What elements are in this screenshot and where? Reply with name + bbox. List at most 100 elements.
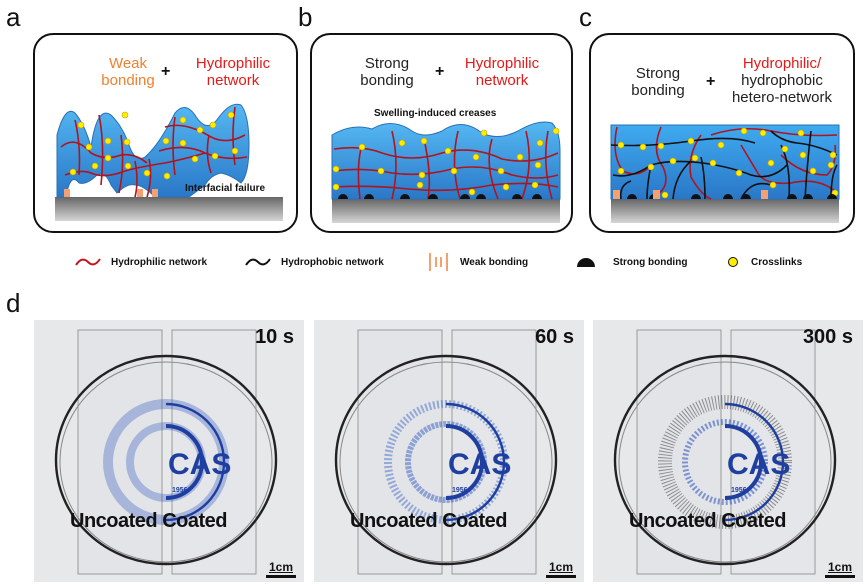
- crosslinks: [617, 127, 839, 199]
- panel-label-c: c: [579, 2, 592, 32]
- logo-sharp: [724, 402, 785, 522]
- title-line: Hydrophilic: [464, 55, 540, 72]
- legend-item-strong-bonding: Strong bonding: [576, 250, 687, 274]
- strong-bonds: [338, 194, 542, 199]
- weak-bonds: [64, 189, 158, 197]
- strong-bonding-icon: [577, 258, 595, 267]
- panel-c-right-title: Hydrophilic/ hydrophobic hetero-network: [719, 55, 845, 106]
- uncoated-label: Uncoated: [629, 510, 717, 532]
- panel-b: Strong bonding + Hydrophilic network Swe…: [310, 33, 573, 233]
- coated-label: Coated: [162, 510, 227, 532]
- petri-dish-rim: [613, 354, 837, 566]
- crosslink-icon: [728, 257, 738, 267]
- title-line: Strong: [635, 65, 681, 82]
- logo-sharp: [445, 402, 506, 522]
- weak-bonding-icon: [429, 253, 448, 271]
- substrate: [55, 197, 283, 221]
- legend-label: Weak bonding: [460, 256, 529, 268]
- petri-dish-photo: CAS 1956: [54, 329, 278, 575]
- logo-cas-text: CAS: [448, 448, 511, 481]
- panel-c-left-title: Strong bonding: [613, 65, 703, 99]
- hydrophobic-network-icon: [245, 258, 271, 266]
- scale-bar-label: 1cm: [827, 560, 853, 574]
- time-label: 10 s: [255, 326, 294, 348]
- title-line: network: [206, 72, 260, 89]
- logo-year: 1956: [172, 487, 188, 494]
- scale-bar-line: [266, 575, 296, 578]
- logo-sharp: [165, 402, 226, 522]
- petri-dish-rim: [54, 354, 278, 566]
- uncoated-label: Uncoated: [70, 510, 158, 532]
- legend-item-weak-bonding: Weak bonding: [428, 250, 528, 274]
- sample-captions: Uncoated Coated: [70, 510, 227, 533]
- glass-slide-right: [451, 329, 537, 575]
- panel-a-left-title: Weak bonding: [93, 55, 163, 89]
- petri-dish-photo: CAS 1956: [334, 329, 558, 575]
- title-line: network: [475, 72, 529, 89]
- plus-sign: +: [161, 63, 171, 80]
- strong-bonds: [627, 194, 837, 199]
- title-line: hydrophobic: [741, 72, 823, 89]
- weak-bonds: [613, 190, 768, 199]
- title-line: Weak: [108, 55, 148, 72]
- scale-bar-label: 1cm: [548, 560, 574, 574]
- petri-dish-rim: [334, 354, 558, 566]
- legend-item-crosslinks: Crosslinks: [727, 250, 802, 274]
- substrate: [611, 199, 839, 223]
- time-label: 300 s: [802, 326, 853, 348]
- glass-slide-right: [171, 329, 257, 575]
- logo-year: 1956: [731, 487, 747, 494]
- sample-captions: Uncoated Coated: [629, 510, 786, 533]
- hydrogel-flat: [610, 124, 840, 200]
- panel-b-left-title: Strong bonding: [342, 55, 432, 89]
- scale-bar: 1cm: [825, 560, 855, 578]
- panel-a: Weak bonding + Hydrophilic network Inter…: [33, 33, 298, 233]
- panel-label-a: a: [6, 2, 21, 32]
- petri-dish-photo: CAS 1956: [613, 329, 837, 575]
- legend-label: Hydrophilic network: [111, 256, 208, 268]
- photo-60s: CAS 1956 60 s Uncoated Coated 1cm: [314, 320, 584, 582]
- scale-bar-line: [546, 575, 576, 578]
- plus-sign: +: [435, 63, 445, 80]
- hydrophilic-network-icon: [75, 258, 101, 266]
- panel-c: Strong bonding + Hydrophilic/ hydrophobi…: [589, 33, 855, 233]
- title-line: bonding: [631, 82, 685, 99]
- panel-label-b: b: [298, 2, 313, 32]
- glass-slide-right: [730, 329, 816, 575]
- time-label: 60 s: [535, 326, 574, 348]
- swelling-creases-label: Swelling-induced creases: [374, 108, 497, 119]
- scale-bar-line: [825, 575, 855, 578]
- title-line: bonding: [101, 72, 155, 89]
- logo-blurred: [658, 395, 792, 529]
- panel-label-d: d: [6, 288, 21, 318]
- panel-b-illustration: [331, 121, 561, 223]
- logo-year: 1956: [452, 487, 468, 494]
- hydrogel-creased: [331, 121, 561, 200]
- panel-a-illustration: [55, 103, 283, 221]
- legend-item-hydrophobic: Hydrophobic network: [245, 250, 384, 274]
- legend-label: Strong bonding: [613, 256, 688, 268]
- logo-cas-text: CAS: [727, 448, 790, 481]
- title-line: Strong: [364, 55, 410, 72]
- title-line: Hydrophilic: [195, 55, 271, 72]
- plus-sign: +: [706, 73, 716, 90]
- scale-bar: 1cm: [266, 560, 296, 578]
- title-line: hetero-network: [731, 89, 833, 106]
- legend-item-hydrophilic: Hydrophilic network: [75, 250, 207, 274]
- sample-captions: Uncoated Coated: [350, 510, 507, 533]
- photo-10s: CAS 1956 10 s Uncoated Coated 1cm: [34, 320, 304, 582]
- substrate: [332, 199, 560, 223]
- panel-b-right-title: Hydrophilic network: [452, 55, 552, 89]
- interfacial-failure-label: Interfacial failure: [185, 183, 266, 194]
- crosslinks: [69, 111, 239, 180]
- coated-label: Coated: [442, 510, 507, 532]
- title-line-red: Hydrophilic/: [742, 55, 822, 72]
- photo-300s: CAS 1956 300 s Uncoated Coated 1cm: [593, 320, 863, 582]
- title-line: bonding: [360, 72, 414, 89]
- uncoated-label: Uncoated: [350, 510, 438, 532]
- legend: Hydrophilic network Hydrophobic network …: [0, 250, 865, 274]
- scale-bar: 1cm: [546, 560, 576, 578]
- legend-label: Hydrophobic network: [281, 256, 384, 268]
- coated-label: Coated: [721, 510, 786, 532]
- crosslinks: [332, 127, 560, 196]
